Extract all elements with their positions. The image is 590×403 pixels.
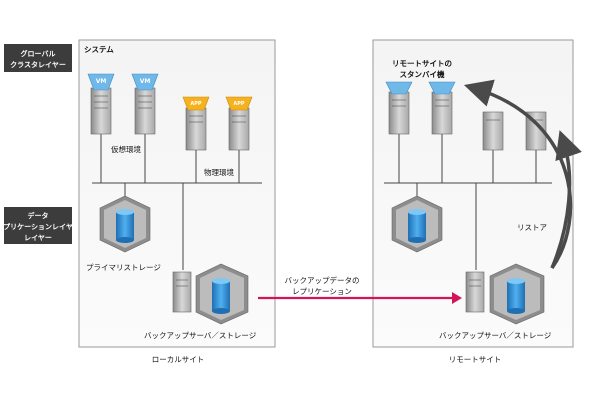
app-badge-2: APP bbox=[225, 96, 253, 111]
standby-label-line2: スタンバイ機 bbox=[400, 69, 445, 79]
vm-server-2 bbox=[134, 87, 156, 135]
replication-label-line2: レプリケーション bbox=[292, 287, 352, 296]
vm-server-1 bbox=[90, 87, 112, 135]
standby-label-line1: リモートサイトの bbox=[392, 59, 452, 68]
global-layer-line1: グローバル bbox=[21, 49, 56, 58]
local-backup-label: バックアップサーバ／ストレージ bbox=[144, 331, 257, 340]
restore-arrow-inner bbox=[550, 130, 582, 269]
system-title: システム bbox=[84, 45, 114, 54]
data-layer-line3: レイヤー bbox=[24, 234, 52, 242]
vm-badge-text-1: VM bbox=[96, 78, 107, 85]
remote-backup-label: バックアップサーバ／ストレージ bbox=[439, 331, 552, 340]
replication-label-line1: バックアップデータの bbox=[285, 275, 360, 285]
primary-storage-label: プライマリストレージ bbox=[86, 263, 161, 272]
remote-backup-server-icon bbox=[465, 271, 485, 313]
data-replication-layer-label: データ レプリケーションレイヤー レイヤー bbox=[0, 207, 80, 244]
local-backup-storage-icon bbox=[195, 263, 249, 325]
remote-backup-storage-icon bbox=[489, 263, 545, 325]
primary-storage-icon bbox=[99, 195, 151, 253]
vm-badge-2: VM bbox=[131, 73, 159, 91]
physical-environment-label: 物理環境 bbox=[204, 167, 234, 177]
remote-site-label: リモートサイト bbox=[449, 355, 502, 364]
local-network-lines bbox=[92, 134, 262, 270]
replication-arrow bbox=[258, 292, 462, 304]
app-badge-text-1: APP bbox=[190, 101, 202, 107]
vm-badge-text-2: VM bbox=[140, 78, 151, 85]
local-site-label: ローカルサイト bbox=[152, 355, 205, 364]
standby-server-3 bbox=[482, 111, 504, 151]
local-backup-server-icon bbox=[172, 271, 192, 313]
data-layer-line1: データ bbox=[28, 211, 49, 220]
standby-server-2 bbox=[431, 91, 453, 135]
restore-label: リストア bbox=[517, 223, 547, 232]
global-layer-line2: クラスタレイヤー bbox=[10, 60, 66, 69]
app-badge-1: APP bbox=[182, 96, 210, 111]
standby-badge-2 bbox=[428, 81, 456, 95]
virtual-environment-label: 仮想環境 bbox=[111, 144, 141, 154]
remote-network-lines bbox=[384, 134, 552, 270]
global-cluster-layer-label: グローバル クラスタレイヤー bbox=[4, 44, 72, 72]
app-badge-text-2: APP bbox=[233, 101, 245, 107]
restore-arrow-outer bbox=[463, 79, 573, 270]
app-server-2 bbox=[228, 107, 250, 151]
app-server-1 bbox=[185, 107, 207, 151]
remote-primary-storage-icon bbox=[391, 195, 443, 253]
data-layer-line2: レプリケーションレイヤー bbox=[0, 222, 80, 231]
vm-badge-1: VM bbox=[87, 73, 115, 91]
standby-badge-1 bbox=[385, 81, 413, 95]
standby-server-1 bbox=[388, 91, 410, 135]
